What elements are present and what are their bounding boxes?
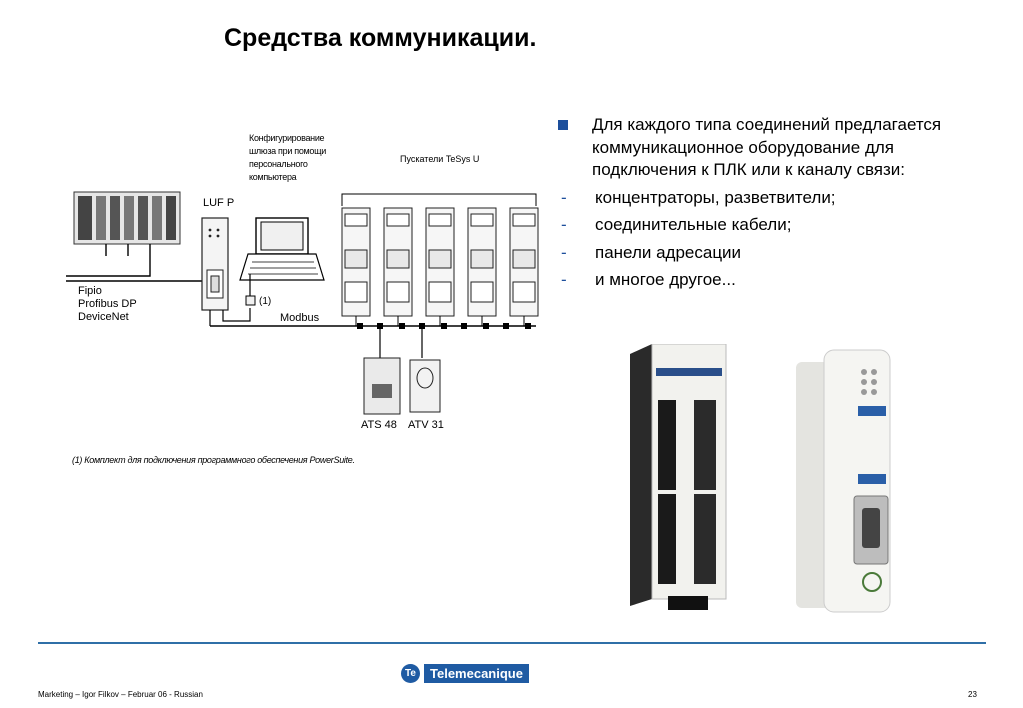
dash-icon: -: [561, 187, 567, 207]
config-label: Конфигурирование шлюза при помощи персон…: [249, 133, 328, 182]
starter-5: [509, 207, 539, 317]
dash-icon: -: [561, 242, 567, 262]
ats48-label: ATS 48: [361, 419, 397, 431]
bullet-item-text: концентраторы, разветвители;: [595, 187, 836, 207]
telemecanique-logo: Te Telemecanique: [401, 664, 529, 683]
kit-marker: (1): [259, 296, 271, 307]
starter-2: [383, 207, 413, 317]
bullet-item: - соединительные кабели;: [558, 214, 998, 237]
laptop-icon: [239, 217, 325, 281]
atv31-label: ATV 31: [408, 419, 444, 431]
starter-4: [467, 207, 497, 317]
modbus-label: Modbus: [280, 312, 320, 324]
bullet-item: - концентраторы, разветвители;: [558, 187, 998, 210]
product-photo-gateway: [796, 349, 891, 613]
fieldbus-labels: Fipio Profibus DP DeviceNet: [78, 285, 140, 323]
page-number: 23: [968, 690, 977, 699]
gateway-device: [201, 217, 229, 311]
dash-icon: -: [561, 270, 567, 289]
bullet-item-text: и многое другое...: [595, 270, 736, 289]
bullet-main-text: Для каждого типа соединений предлагается…: [592, 115, 942, 179]
atv31-device: [409, 359, 441, 413]
plc-rack: [73, 191, 181, 245]
footer-rule: [38, 642, 986, 644]
bullet-item-text: соединительные кабели;: [595, 215, 792, 234]
bullet-item-text: панели адресации: [595, 242, 742, 262]
starter-1: [341, 207, 371, 317]
footer-text: Marketing – Igor Filkov – Februar 06 - R…: [38, 690, 203, 699]
page-title: Средства коммуникации.: [224, 24, 537, 52]
logo-text: Telemecanique: [424, 664, 529, 683]
bullet-list: Для каждого типа соединений предлагается…: [558, 114, 998, 292]
bullet-item: - и многое другое...: [558, 269, 998, 292]
bullet-square-icon: [558, 120, 568, 130]
dash-icon: -: [561, 215, 567, 234]
product-photo-hub: [630, 344, 727, 610]
ats48-device: [363, 357, 401, 415]
starter-3: [425, 207, 455, 317]
logo-badge-icon: Te: [401, 664, 420, 683]
gateway-label: LUF P: [203, 197, 234, 209]
starters-label: Пускатели TeSys U: [400, 154, 479, 164]
bullet-main: Для каждого типа соединений предлагается…: [558, 114, 998, 182]
bullet-item: - панели адресации: [558, 242, 998, 265]
network-diagram: LUF P Конфигурирование шлюза при помощи …: [66, 133, 539, 465]
footnote: (1) Комплект для подключения программног…: [72, 455, 355, 465]
